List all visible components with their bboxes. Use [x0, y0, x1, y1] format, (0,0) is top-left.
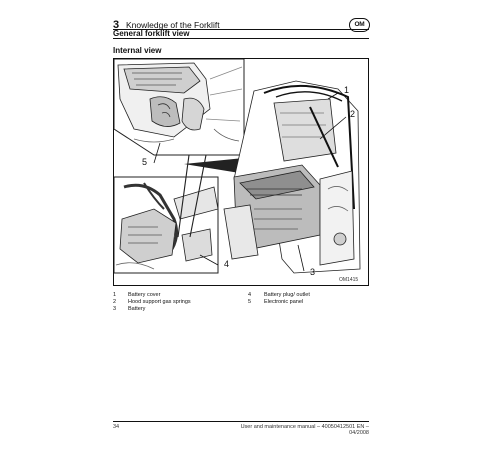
inset-battery-plug	[113, 176, 219, 274]
page-number: 34	[113, 424, 120, 430]
figure-heading: Internal view	[113, 46, 162, 55]
subheader-rule	[113, 38, 369, 39]
leader-2	[319, 116, 347, 140]
leader-1	[327, 92, 339, 100]
header-rule	[113, 29, 369, 30]
legend-text: Electronic panel	[264, 299, 304, 305]
legend-num: 4	[248, 292, 252, 298]
legend-num: 5	[248, 299, 252, 305]
callout-4: 4	[224, 259, 230, 269]
callout-5: 5	[142, 157, 148, 167]
inset-leader-upper	[177, 154, 207, 238]
legend-text: Battery cover	[128, 292, 161, 298]
legend-num: 2	[113, 299, 117, 305]
callout-1: 1	[344, 85, 350, 95]
internal-view-figure: 1 2 3 4 5 OM1415	[113, 58, 369, 286]
leader-5	[153, 142, 161, 164]
leader-4	[199, 254, 219, 266]
chapter-number: 3	[113, 19, 120, 31]
legend-num: 1	[113, 292, 117, 298]
brand-logo: OM	[349, 18, 370, 32]
forklift-illustration	[113, 58, 361, 274]
legend-text: Battery plug/ outlet	[264, 292, 310, 298]
legend-num: 3	[113, 306, 117, 312]
chapter-title: Knowledge of the Forklift	[126, 20, 220, 30]
section-title: General forklift view	[113, 29, 190, 38]
manual-reference: User and maintenance manual – 4005041250…	[240, 424, 369, 436]
leader-3	[297, 244, 305, 272]
legend-text: Battery	[128, 306, 146, 312]
footer-rule	[113, 421, 369, 422]
callout-3: 3	[310, 267, 316, 277]
callout-2: 2	[350, 109, 356, 119]
figure-code: OM1415	[339, 277, 359, 283]
inset-electronic-panel	[113, 58, 245, 156]
legend-text: Hood support gas springs	[128, 299, 191, 305]
forklift-main-view	[223, 80, 361, 274]
